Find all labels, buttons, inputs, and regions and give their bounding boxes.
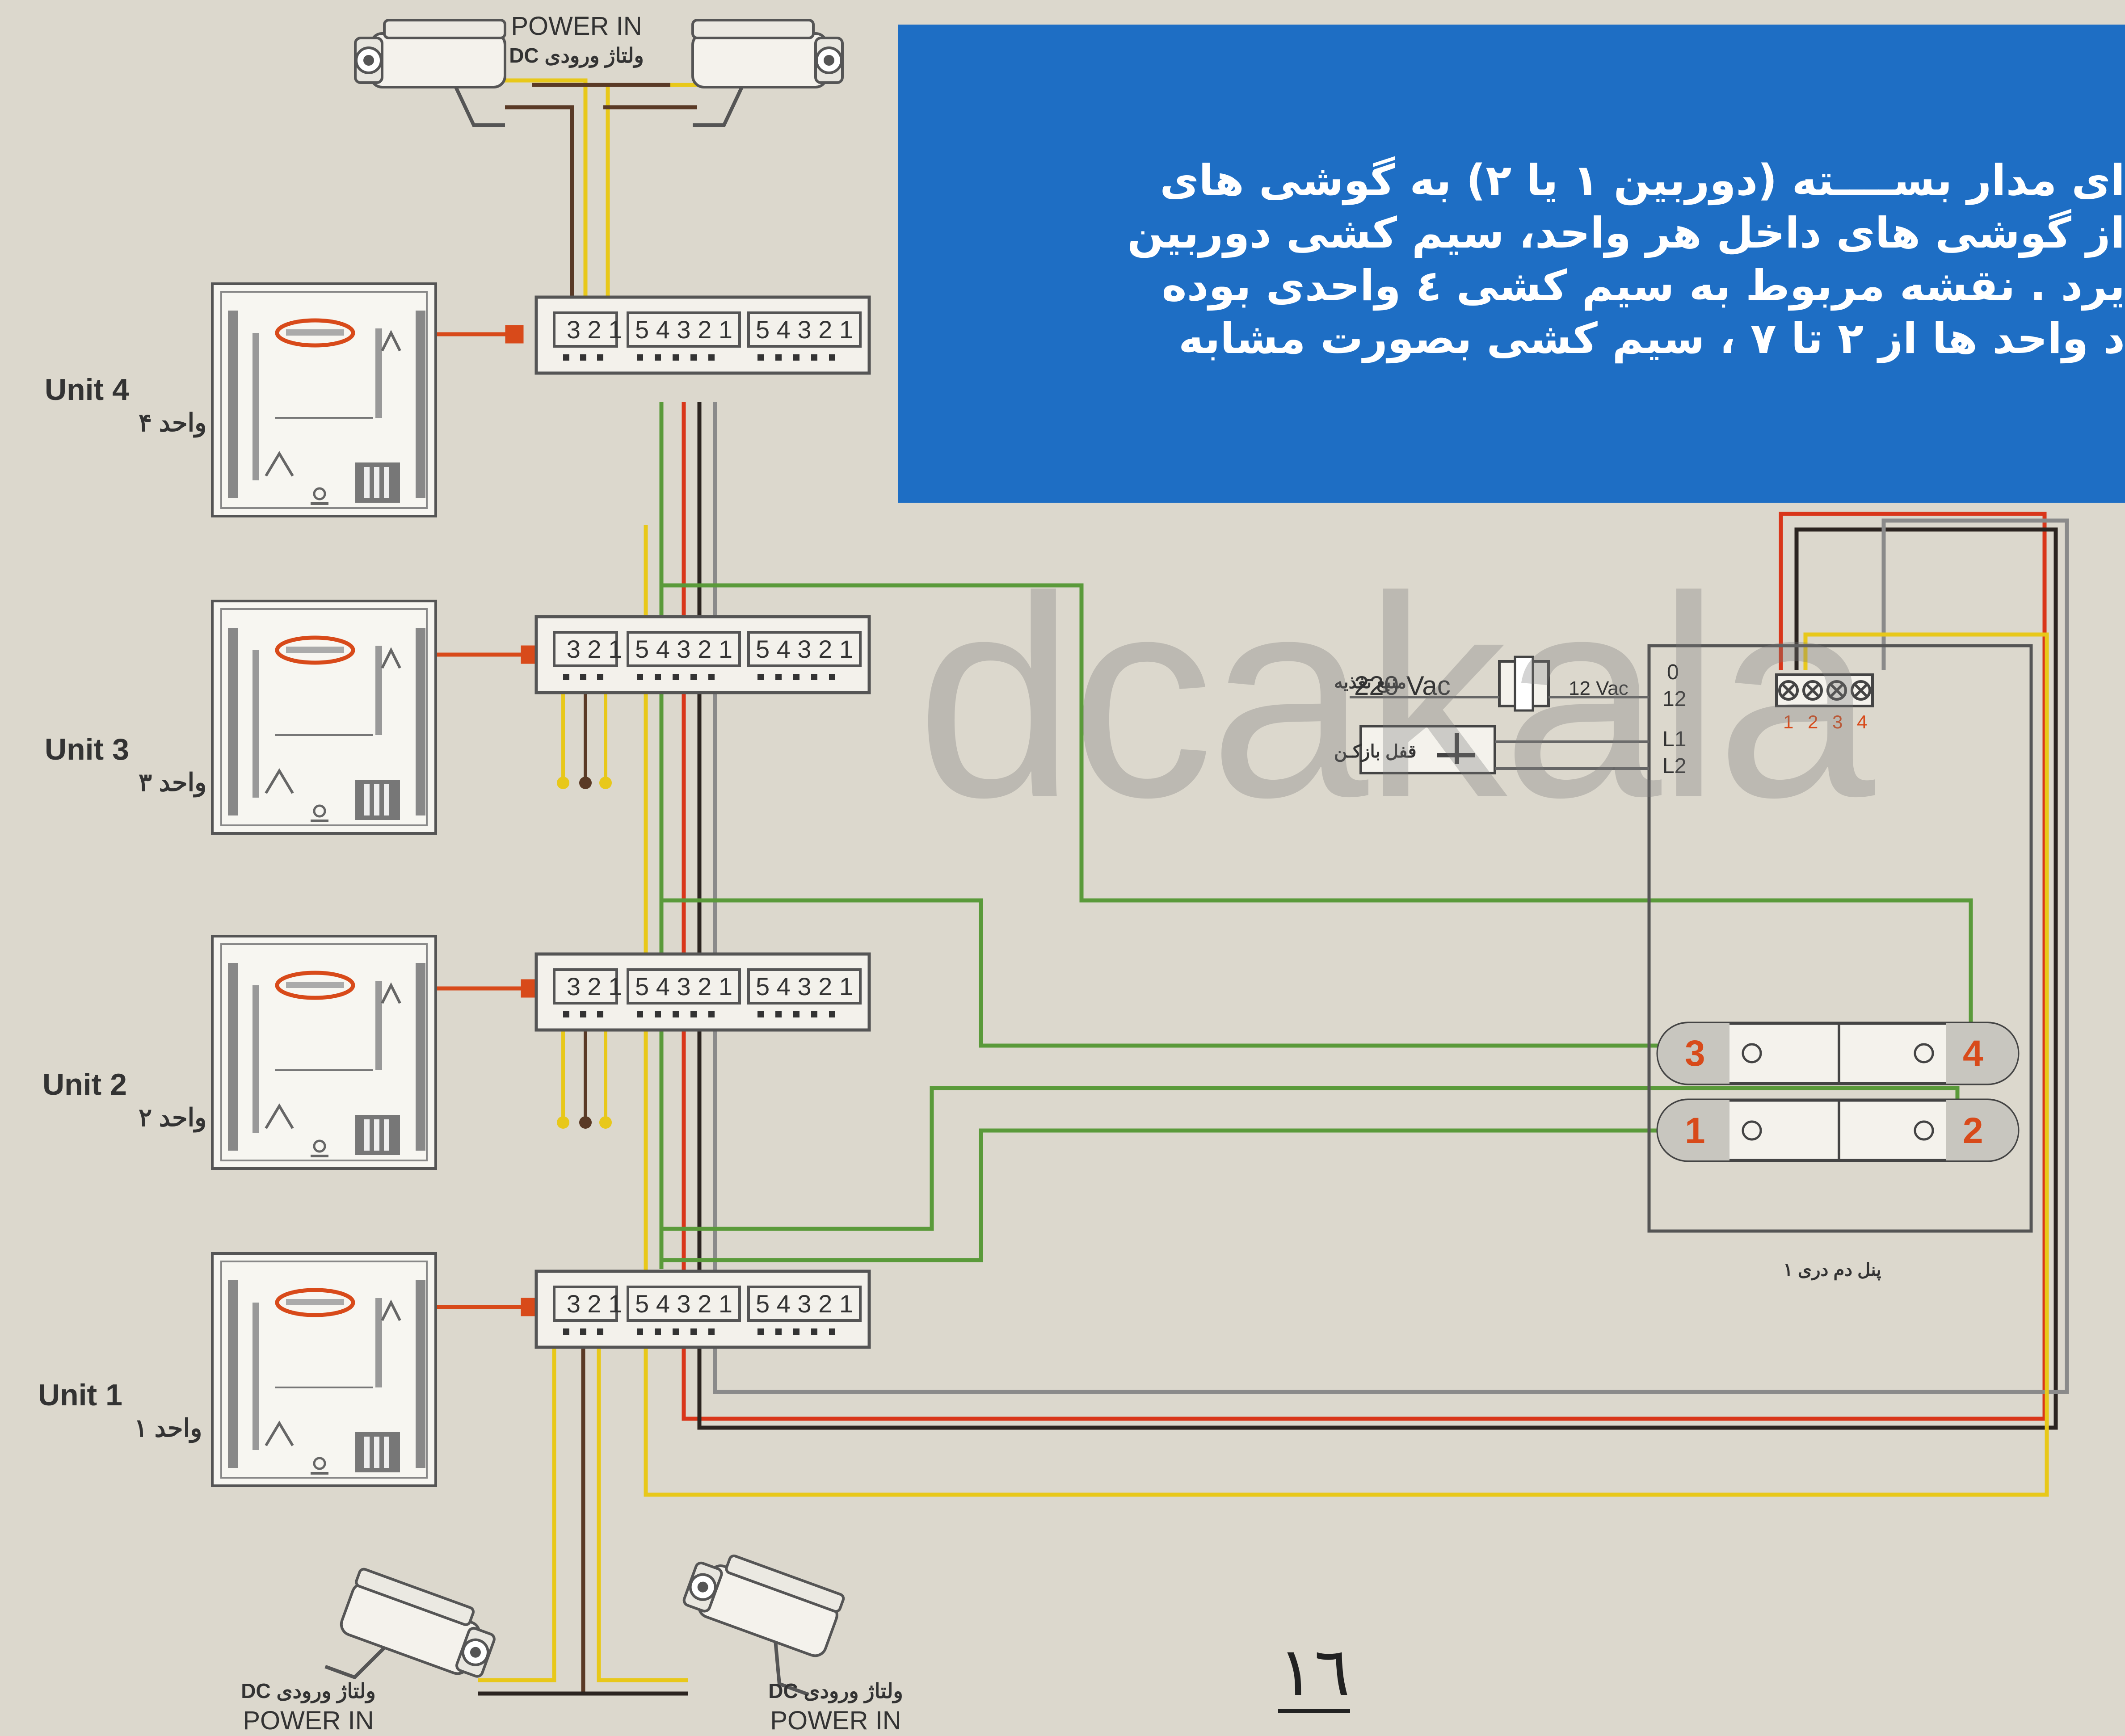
terminal-0: 0 bbox=[1667, 660, 1679, 684]
button-label-4: 4 bbox=[1963, 1033, 1983, 1074]
handset-unit-1 bbox=[212, 1253, 436, 1486]
handset-unit-3 bbox=[212, 601, 436, 833]
jbox-1-group1-label: 3 2 1 bbox=[567, 1290, 623, 1318]
top-camera-wires bbox=[498, 78, 697, 313]
button-label-2: 2 bbox=[1963, 1110, 1983, 1151]
unit-2-label-fa: واحد ۲ bbox=[139, 1103, 206, 1133]
unit-3-label: Unit 3 bbox=[45, 732, 129, 766]
door-panel-label-fa: پنل دم دری ۱ bbox=[1783, 1260, 1881, 1281]
panel-button-row-2 bbox=[1656, 1098, 2020, 1162]
jbox-2-group2-label: 5 4 3 2 1 bbox=[635, 972, 732, 1000]
terminal-l2: L2 bbox=[1662, 754, 1686, 778]
watermark: dcakala bbox=[916, 537, 1875, 857]
top-power-label: POWER IN bbox=[511, 12, 642, 41]
jbox-3-group1-label: 3 2 1 bbox=[567, 635, 623, 663]
camera-bottom-right-icon bbox=[668, 1545, 845, 1694]
lock-icon bbox=[1359, 725, 1496, 774]
power-supply-output-label: 12 Vac bbox=[1569, 677, 1628, 699]
jbox-2-group1-label: 3 2 1 bbox=[567, 972, 623, 1000]
instruction-line-2: از گوشی های داخل هر واحد، سیم کشی دوربین bbox=[1127, 209, 2125, 258]
connector-number-4: 4 bbox=[1857, 711, 1867, 732]
instruction-line-4: د واحد ها از ۲ تا ۷ ، سیم کشی بصورت مشاب… bbox=[1178, 314, 2125, 363]
unit-3-label-fa: واحد ۳ bbox=[139, 768, 206, 798]
button-label-3: 3 bbox=[1685, 1033, 1705, 1074]
jbox-4-group3-label: 5 4 3 2 1 bbox=[756, 315, 853, 344]
jbox-1-group3-label: 5 4 3 2 1 bbox=[756, 1290, 853, 1318]
unit-4-label: Unit 4 bbox=[45, 373, 129, 407]
jbox-4-group2-label: 5 4 3 2 1 bbox=[635, 315, 732, 344]
bottom-camera-wires bbox=[478, 1323, 688, 1696]
instruction-line-3: یرد . نقشه مربوط به سیم کشی ٤ واحدی بوده bbox=[1161, 261, 2125, 311]
unused-stubs bbox=[557, 684, 612, 1129]
terminal-12: 12 bbox=[1662, 687, 1686, 711]
jbox-3-group3-label: 5 4 3 2 1 bbox=[756, 635, 853, 663]
jbox-1-group2-label: 5 4 3 2 1 bbox=[635, 1290, 732, 1318]
top-power-label-fa: ولتاژ ورودی DC bbox=[509, 44, 644, 68]
unit-1-label-fa: واحد ۱ bbox=[134, 1414, 202, 1443]
connector-number-3: 3 bbox=[1832, 711, 1843, 732]
instruction-line-1: ای مدار بســــته (دوربین ۱ یا ۲) به گوشی… bbox=[1160, 156, 2125, 205]
unit-2-label: Unit 2 bbox=[42, 1068, 127, 1101]
bottom-right-power-label: POWER IN bbox=[770, 1706, 901, 1735]
power-supply-label-fa: منبع تغذیه bbox=[1334, 673, 1406, 693]
connector-number-2: 2 bbox=[1808, 711, 1818, 732]
panel-button-row-1 bbox=[1656, 1021, 2020, 1085]
handset-unit-4 bbox=[212, 284, 436, 516]
panel-terminal-block bbox=[1775, 673, 1874, 707]
unit-1-label: Unit 1 bbox=[38, 1378, 122, 1412]
lock-label-fa: قفل بازکـن bbox=[1334, 742, 1417, 762]
connector-number-1: 1 bbox=[1783, 711, 1793, 732]
jbox-2-group3-label: 5 4 3 2 1 bbox=[756, 972, 853, 1000]
unit-4-label-fa: واحد ۴ bbox=[139, 408, 206, 438]
door-panel-outline bbox=[1647, 644, 2033, 1233]
bottom-left-power-label: POWER IN bbox=[243, 1706, 374, 1735]
handset-unit-2 bbox=[212, 936, 436, 1169]
jbox-3-group2-label: 5 4 3 2 1 bbox=[635, 635, 732, 663]
terminal-l1: L1 bbox=[1662, 727, 1686, 751]
power-supply-icon bbox=[1498, 656, 1550, 712]
bottom-left-power-label-fa: ولتاژ ورودی DC bbox=[241, 1679, 375, 1703]
power-supply-input-label: 220 Vac bbox=[1354, 671, 1451, 701]
instruction-text: ای مدار بســــته (دوربین ۱ یا ۲) به گوشی… bbox=[898, 154, 2125, 365]
page-number: ١٦ bbox=[1278, 1635, 1351, 1713]
instruction-box: ای مدار بســــته (دوربین ۱ یا ۲) به گوشی… bbox=[898, 25, 2125, 503]
camera-top-right-icon bbox=[693, 20, 842, 125]
camera-top-left-icon bbox=[355, 20, 505, 125]
button-label-1: 1 bbox=[1685, 1110, 1705, 1151]
jbox-4-group1-label: 3 2 1 bbox=[567, 315, 623, 344]
bottom-right-power-label-fa: ولتاژ ورودی DC bbox=[768, 1679, 903, 1703]
